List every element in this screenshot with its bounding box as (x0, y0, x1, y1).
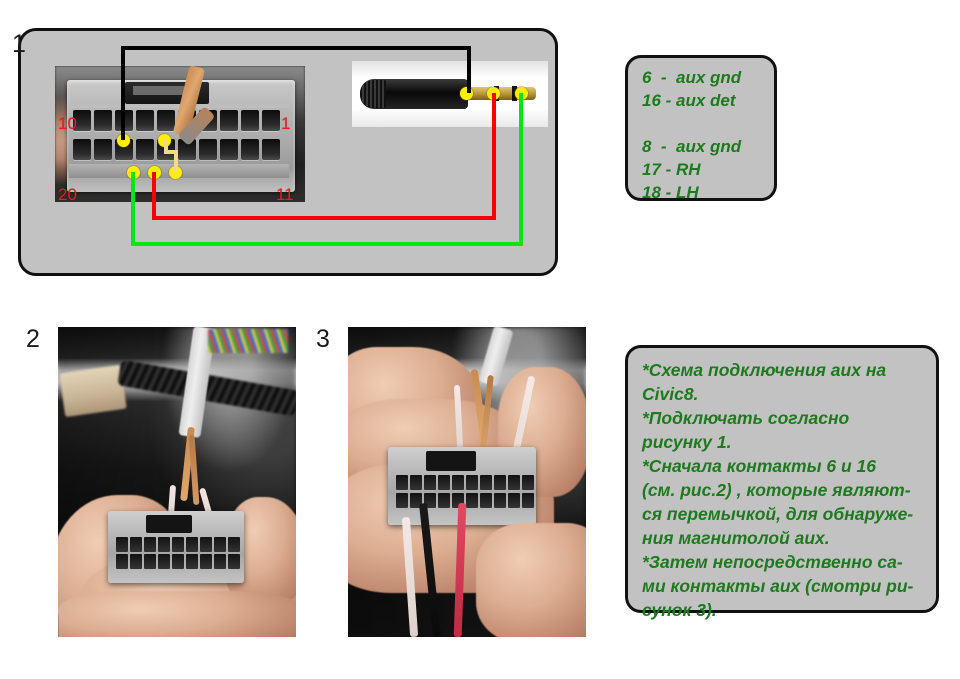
pin-cavity (241, 110, 259, 131)
aux-jack-photo (352, 61, 548, 127)
connector-pin-row-top-fig3 (396, 475, 534, 490)
pin-cavity (228, 537, 240, 552)
pin-cavity (158, 554, 170, 569)
figure-3-photo (348, 327, 586, 637)
pin-cavity (144, 537, 156, 552)
figure-3-number: 3 (316, 325, 330, 353)
pin-cavity (480, 493, 492, 508)
hand-palm (58, 591, 296, 637)
pin-cavity (130, 554, 142, 569)
pin-cavity (136, 139, 154, 160)
hand-lower-fingers-fig3 (476, 523, 586, 637)
contact-dot-pin-6 (117, 134, 130, 147)
right-channel-wire-vertical-left (152, 172, 156, 220)
pin-cavity (200, 554, 212, 569)
ground-wire-horizontal-top (121, 46, 471, 50)
connector-pin-row-top-fig2 (116, 537, 240, 552)
pin-cavity (186, 537, 198, 552)
pin-cavity (116, 554, 128, 569)
pin-cavity (214, 537, 226, 552)
pin-cavity (262, 139, 280, 160)
pin-cavity (452, 475, 464, 490)
connector-latch-fig3 (426, 451, 476, 471)
pin-cavity (178, 139, 196, 160)
connector-pin-row-bottom-fig2 (116, 554, 240, 569)
pin-cavity (241, 139, 259, 160)
pinout-legend-text: 6 - aux gnd 16 - aux det 8 - aux gnd 17 … (642, 68, 742, 202)
pin-cavity (522, 475, 534, 490)
pin-cavity (508, 475, 520, 490)
connector-latch-fig2 (146, 515, 192, 533)
radio-connector-photo (55, 66, 305, 202)
pin-cavity (262, 110, 280, 131)
pin-cavity (172, 554, 184, 569)
ground-wire-vertical-right (467, 46, 471, 93)
right-channel-wire-horizontal (152, 216, 496, 220)
figure-1-number: 1 (12, 30, 26, 58)
instructions-note-box: *Схема подключения аих на Civic8. *Подкл… (625, 345, 939, 620)
pin-cavity (494, 475, 506, 490)
pin-cavity (522, 493, 534, 508)
pin-cavity (410, 493, 422, 508)
pin-cavity (144, 554, 156, 569)
figure-2-photo (58, 327, 296, 637)
contact-dot-pin-16 (169, 166, 182, 179)
pin-cavity (130, 537, 142, 552)
pin-number-11: 11 (276, 185, 294, 204)
pin-cavity (220, 110, 238, 131)
pin-number-20: 20 (58, 185, 77, 204)
pin-cavity (116, 537, 128, 552)
left-channel-wire-vertical-right (519, 93, 523, 246)
pin-cavity (228, 554, 240, 569)
connector-in-hand-figure-2 (108, 511, 244, 583)
pin-cavity (186, 554, 198, 569)
beige-connector (59, 364, 127, 418)
pinout-legend-box: 6 - aux gnd 16 - aux det 8 - aux gnd 17 … (625, 55, 777, 202)
pin-cavity (214, 554, 226, 569)
pin-cavity (424, 475, 436, 490)
instructions-note-text: *Схема подключения аих на Civic8. *Подкл… (642, 360, 914, 620)
jumper-wire-segment-v1 (164, 140, 168, 154)
pin-cavity (94, 110, 112, 131)
pin-cavity (410, 475, 422, 490)
figure-2-number: 2 (26, 325, 40, 353)
pin-cavity (73, 110, 91, 131)
pin-cavity (220, 139, 238, 160)
pin-cavity (73, 139, 91, 160)
pin-cavity (200, 537, 212, 552)
pin-cavity (199, 139, 217, 160)
pin-cavity (157, 110, 175, 131)
pin-cavity (396, 475, 408, 490)
pin-cavity (94, 139, 112, 160)
pin-cavity (172, 537, 184, 552)
pin-cavity (508, 493, 520, 508)
pin-cavity (438, 493, 450, 508)
pin-number-1: 1 (281, 114, 291, 133)
left-channel-wire-horizontal (131, 242, 523, 246)
pin-cavity (466, 493, 478, 508)
connector-in-hand-figure-3 (388, 447, 536, 525)
pin-cavity (396, 493, 408, 508)
left-channel-wire-vertical-left (131, 172, 135, 246)
pin-cavity (136, 110, 154, 131)
connector-latch-slot (133, 86, 195, 95)
pin-cavity (466, 475, 478, 490)
jumper-wire-segment-h (164, 150, 178, 154)
right-channel-wire-vertical-right (492, 93, 496, 220)
pin-cavity (438, 475, 450, 490)
pin-number-10: 10 (58, 114, 77, 133)
pin-cavity (480, 475, 492, 490)
multicolor-wire-bundle (208, 329, 288, 353)
pin-cavity (158, 537, 170, 552)
ground-wire-vertical-left (121, 46, 125, 140)
pin-cavity (494, 493, 506, 508)
jumper-wire-segment-v2 (174, 150, 178, 172)
